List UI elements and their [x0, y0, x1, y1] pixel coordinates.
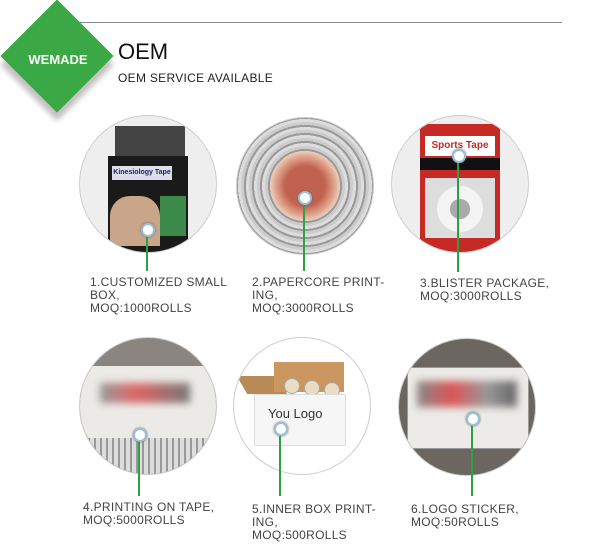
item-3-hotspot[interactable]: [452, 149, 466, 163]
item-2-pointer-line: [303, 197, 305, 271]
item-6-image: [398, 338, 536, 476]
box-label: Kinesiology Tape: [112, 166, 172, 180]
package-label: Sports Tape: [425, 136, 495, 156]
page-subtitle: OEM SERVICE AVAILABLE: [118, 71, 274, 85]
item-2-hotspot[interactable]: [298, 191, 312, 205]
item-5-image: You Logo: [233, 337, 371, 475]
item-3-label: 3.BLISTER PACKAGE,MOQ:3000ROLLS: [420, 276, 550, 303]
item-2-label: 2.PAPERCORE PRINT-ING,MOQ:3000ROLLS: [252, 275, 385, 315]
header-divider: [72, 22, 562, 23]
item-5-pointer-line: [279, 428, 281, 496]
item-4-hotspot[interactable]: [133, 428, 147, 442]
box-logo-text: You Logo: [268, 406, 323, 421]
page-title: OEM: [118, 39, 169, 64]
item-1-image: Kinesiology Tape: [79, 115, 217, 253]
item-4-label: 4.PRINTING ON TAPE,MOQ:5000ROLLS: [83, 500, 215, 527]
item-5-label: 5.INNER BOX PRINT-ING,MOQ:500ROLLS: [252, 502, 377, 542]
item-4-pointer-line: [138, 434, 140, 496]
item-6-label: 6.LOGO STICKER,MOQ:50ROLLS: [411, 502, 519, 529]
logo-text: WEMADE: [28, 52, 88, 67]
item-1-pointer-line: [146, 229, 148, 271]
item-3-image: Sports Tape: [391, 115, 529, 253]
item-6-pointer-line: [471, 418, 473, 496]
item-6-hotspot[interactable]: [466, 412, 480, 426]
item-5-hotspot[interactable]: [274, 422, 288, 436]
item-1-hotspot[interactable]: [141, 223, 155, 237]
item-4-image: [79, 337, 217, 475]
item-3-pointer-line: [457, 155, 459, 272]
item-2-image: [236, 117, 374, 255]
